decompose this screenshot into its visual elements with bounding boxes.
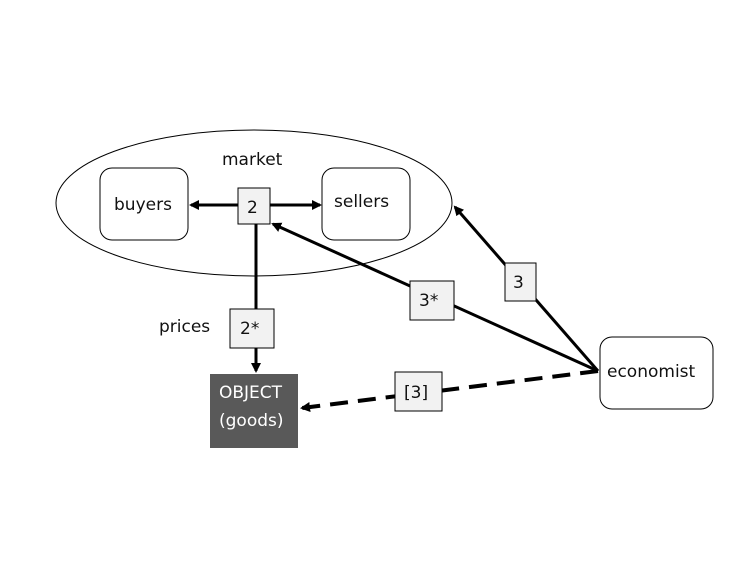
buyers-node — [99, 167, 189, 241]
buyers-label: buyers — [114, 195, 172, 215]
tag-3-text: 3 — [513, 273, 524, 293]
sellers-label: sellers — [334, 192, 389, 212]
object-label-line2: (goods) — [219, 411, 284, 431]
tag-bracket-3-text: [3] — [404, 383, 428, 403]
tag-2-star-text: 2* — [240, 319, 259, 339]
tag-2-star — [229, 308, 275, 349]
object-node — [210, 374, 298, 448]
tag-bracket-3 — [394, 371, 443, 412]
economist-node — [599, 336, 714, 410]
tag-3-star — [409, 280, 455, 321]
object-label-line1: OBJECT — [219, 383, 283, 403]
market-ellipse — [55, 129, 453, 277]
arrow-economist-to-object — [300, 369, 599, 412]
tag-3-star-text: 3* — [419, 291, 438, 311]
prices-label: prices — [159, 317, 210, 337]
economist-label: economist — [607, 362, 696, 382]
tag-3 — [504, 262, 537, 302]
tag-2 — [237, 187, 271, 225]
sellers-node — [321, 167, 411, 241]
market-label: market — [222, 150, 283, 170]
tag-2-text: 2 — [247, 198, 258, 218]
